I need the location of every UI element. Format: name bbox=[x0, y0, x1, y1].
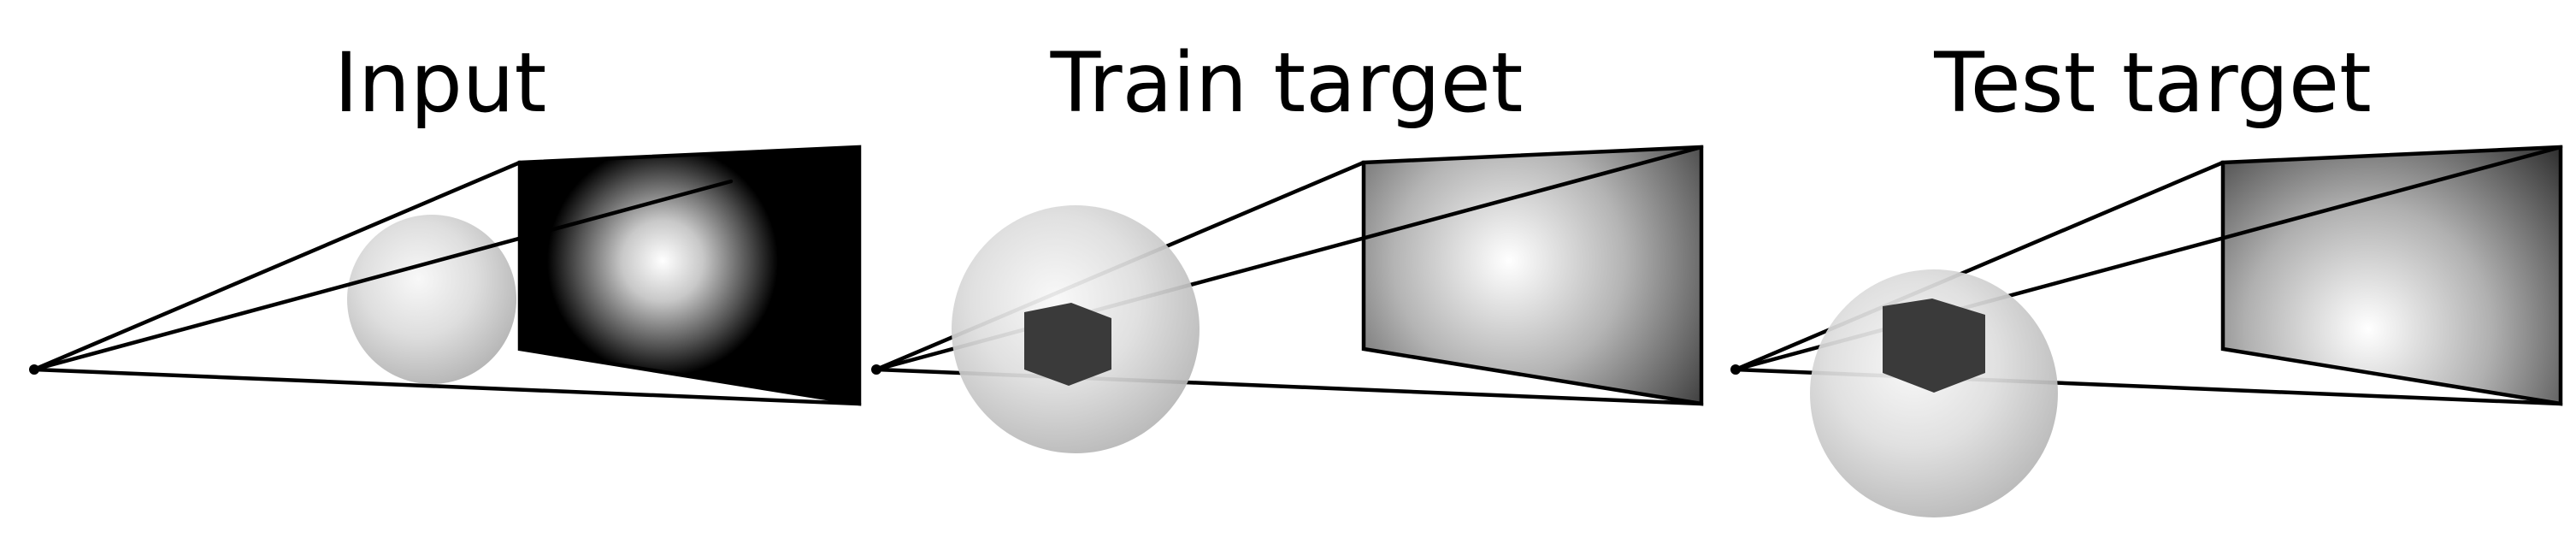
sphere bbox=[347, 215, 516, 384]
projection-screen bbox=[1361, 145, 1704, 406]
ray-middle bbox=[32, 179, 734, 372]
sphere bbox=[1810, 269, 2058, 517]
panel-train-target: Train target bbox=[871, 35, 1704, 453]
camera-point bbox=[29, 364, 39, 375]
panel-title-test-target: Test target bbox=[1933, 35, 2371, 131]
panel-test-target: Test target bbox=[1730, 35, 2563, 517]
hexagon-object bbox=[1883, 299, 1985, 393]
projection-screen bbox=[517, 145, 862, 406]
panel-title-input: Input bbox=[334, 35, 547, 131]
camera-point bbox=[1730, 364, 1741, 375]
projection-screen bbox=[2220, 145, 2563, 406]
hexagon-object bbox=[1024, 303, 1111, 386]
ray-top bbox=[1733, 160, 2225, 372]
ray-bottom bbox=[32, 367, 862, 406]
camera-point bbox=[871, 364, 881, 375]
ray-top bbox=[32, 160, 522, 372]
panel-input: Input bbox=[29, 35, 862, 406]
panel-title-train-target: Train target bbox=[1050, 35, 1524, 131]
